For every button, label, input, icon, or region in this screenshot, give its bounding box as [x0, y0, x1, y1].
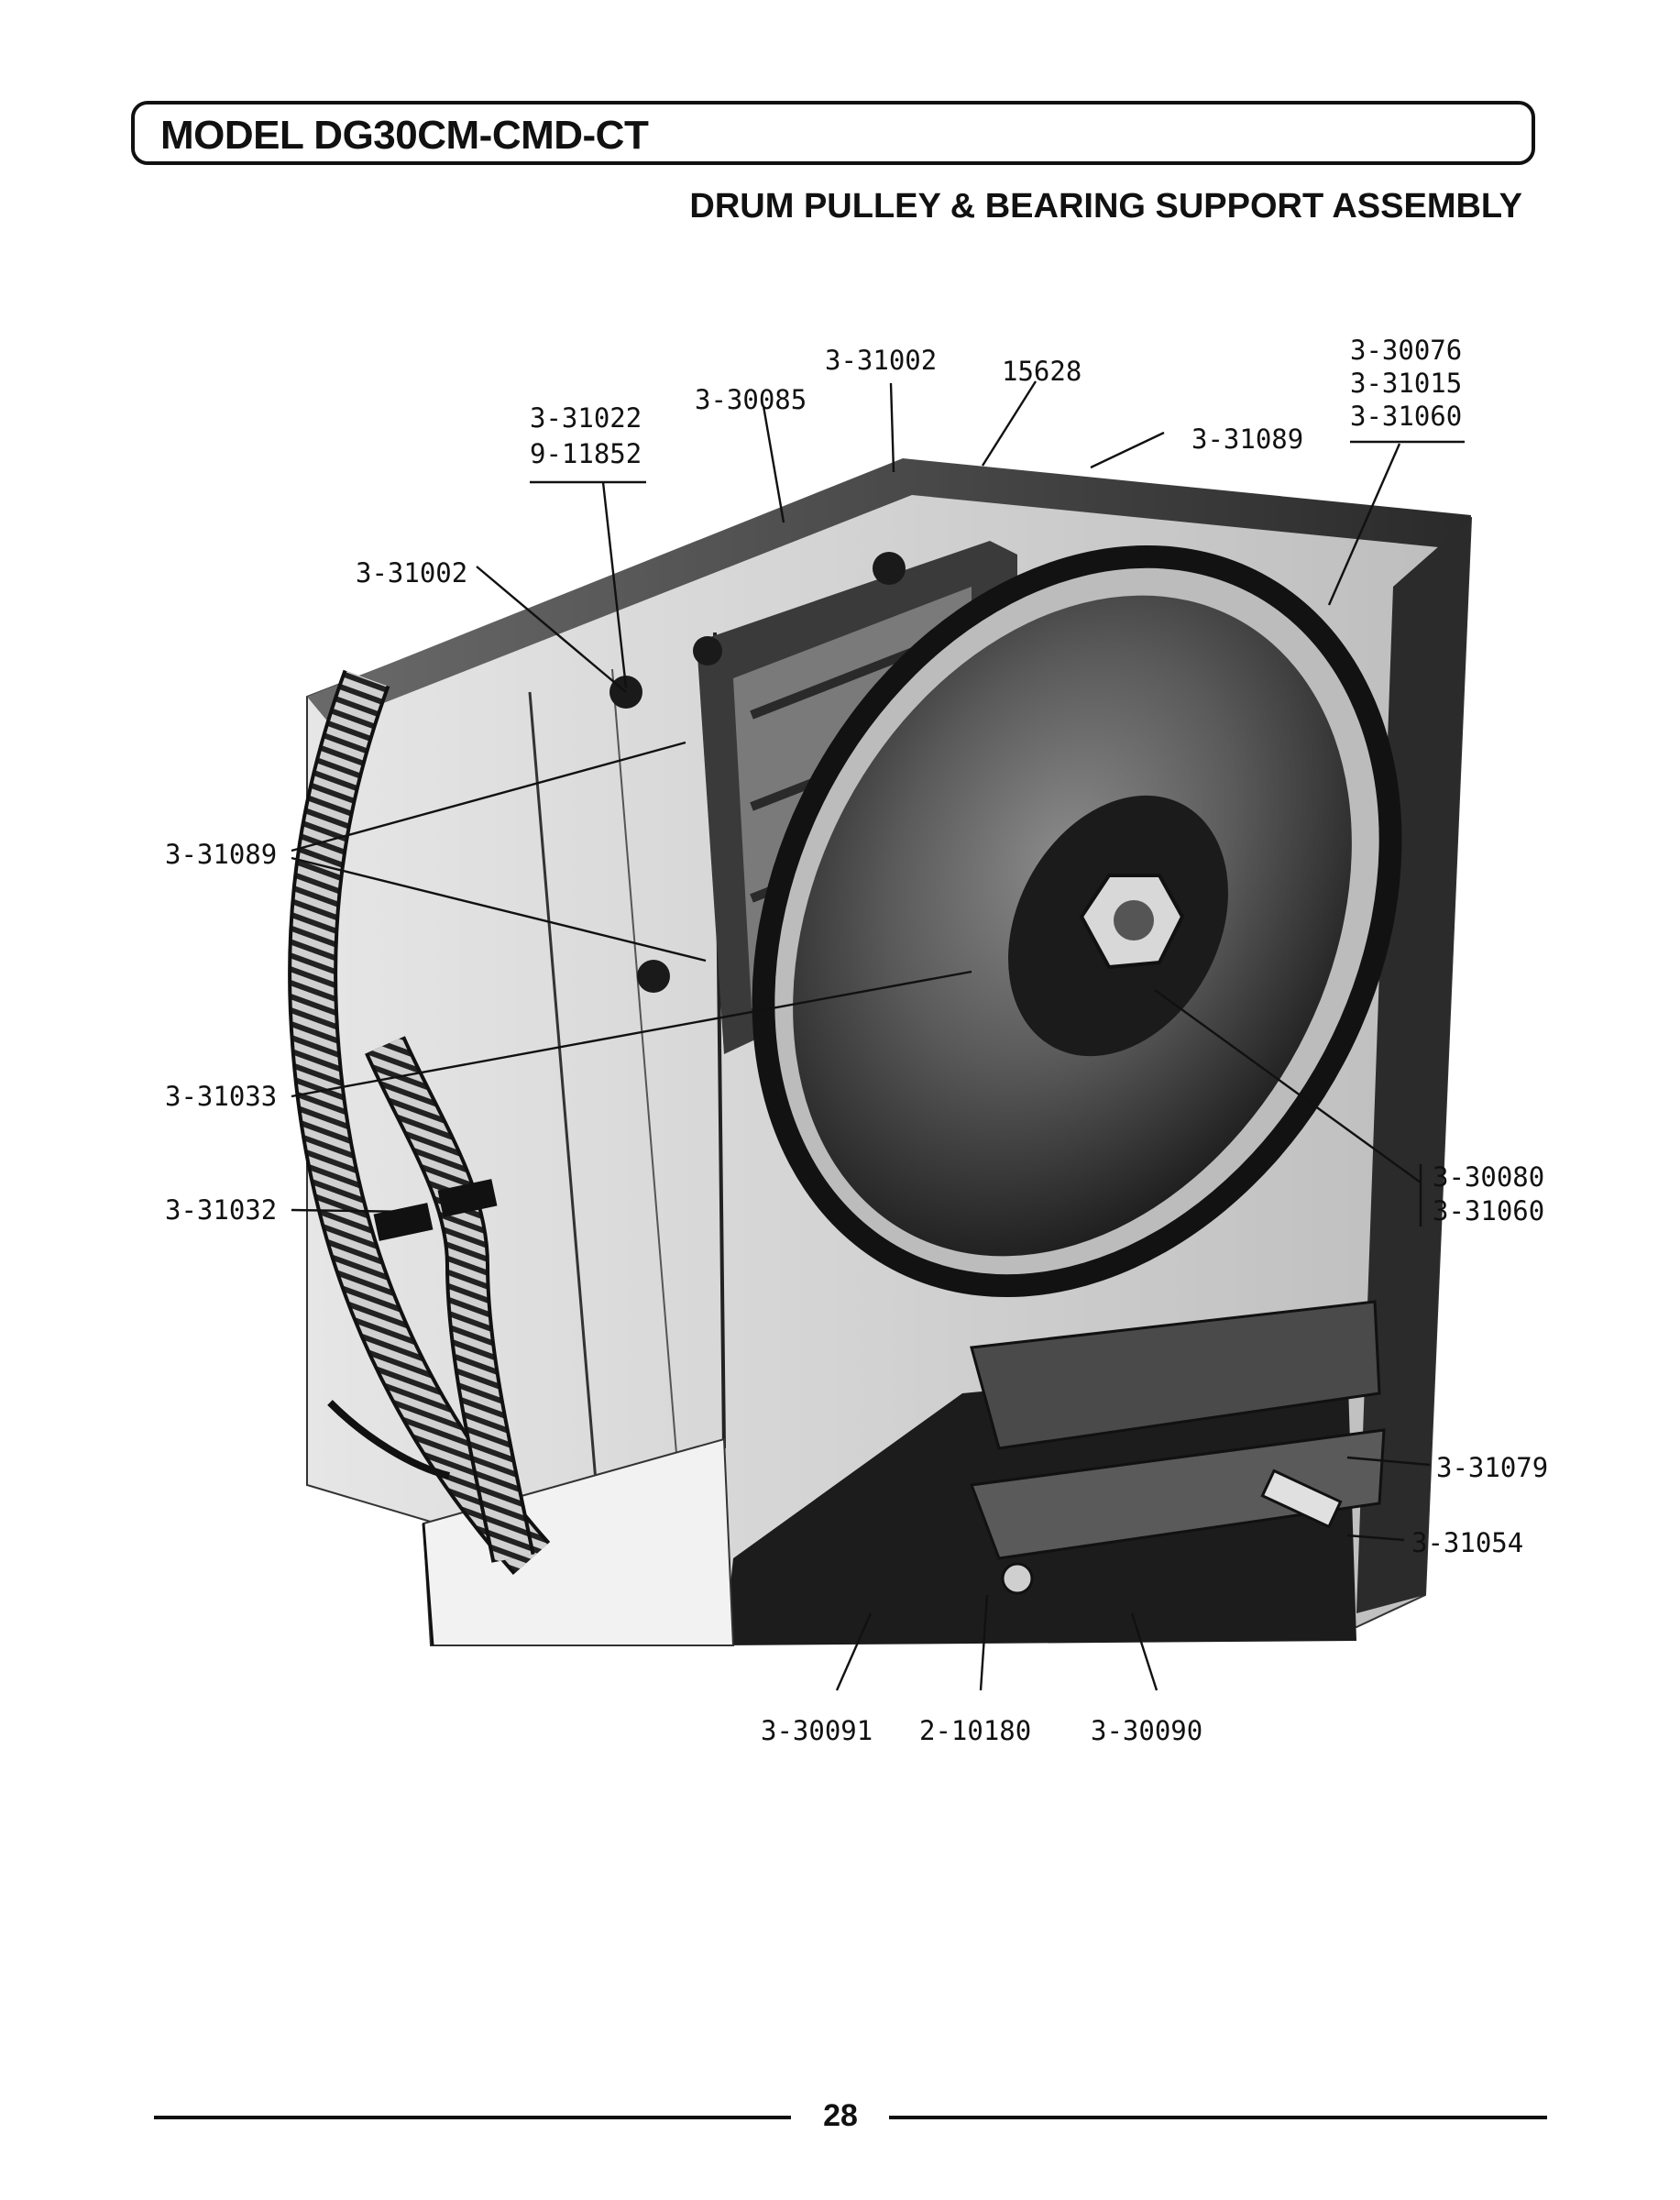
section-title: DRUM PULLEY & BEARING SUPPORT ASSEMBLY	[689, 187, 1522, 226]
callout-bottom-2: 2-10180	[919, 1715, 1031, 1746]
callout-top-7c: 3-31060	[1350, 401, 1462, 432]
footer-rule-left	[154, 2116, 791, 2119]
model-title-box: MODEL DG30CM-CMD-CT	[131, 101, 1535, 165]
callout-bottom-3: 3-30090	[1091, 1715, 1202, 1746]
callout-left-4: 3-31032	[165, 1194, 277, 1226]
model-title: MODEL DG30CM-CMD-CT	[160, 113, 649, 158]
conduit-icon	[288, 669, 551, 1575]
page-number: 28	[823, 2098, 858, 2133]
pulley-icon	[752, 544, 1402, 1298]
callout-top-2b: 9-11852	[530, 438, 642, 469]
callout-right-2: 3-31079	[1436, 1452, 1548, 1483]
callout-left-2: 3-31089	[165, 839, 277, 870]
callout-top-2a: 3-31022	[530, 402, 642, 434]
callout-left-3: 3-31033	[165, 1081, 277, 1112]
callout-bottom-1: 3-30091	[761, 1715, 873, 1746]
callout-left-1: 3-31002	[356, 557, 467, 588]
callout-top-7b: 3-31015	[1350, 368, 1462, 399]
callout-top-4: 3-31002	[825, 345, 937, 376]
callout-top-7a: 3-30076	[1350, 335, 1462, 366]
callout-top-3: 3-30085	[695, 384, 807, 415]
callout-labels: 3-31022 9-11852 3-30085 3-31002 15628 3-…	[165, 335, 1548, 1746]
callout-right-1b: 3-31060	[1433, 1195, 1544, 1226]
callout-top-6: 3-31089	[1191, 424, 1303, 455]
callout-top-5: 15628	[1002, 356, 1082, 387]
callout-right-1a: 3-30080	[1433, 1161, 1544, 1193]
leader-lines	[291, 380, 1465, 1691]
callout-right-3: 3-31054	[1411, 1527, 1523, 1558]
footer-rule-right	[889, 2116, 1547, 2119]
